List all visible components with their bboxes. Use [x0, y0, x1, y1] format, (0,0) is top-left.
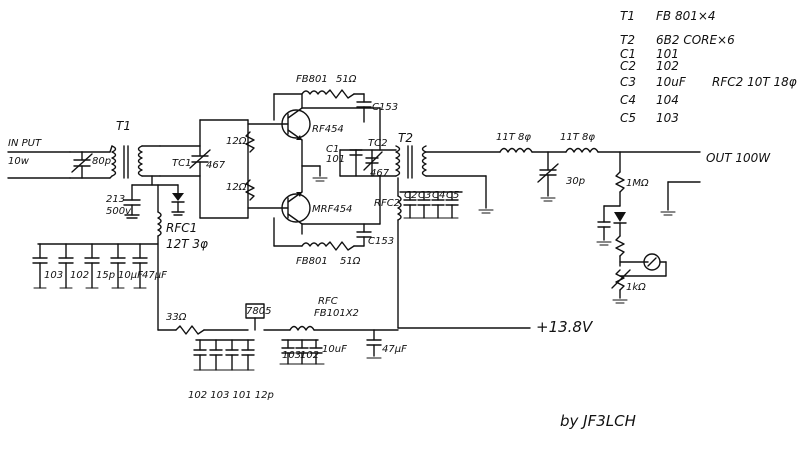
rfc3-value-label: FB101X2 — [314, 308, 359, 319]
legend-ref-c4: C4 — [620, 93, 636, 107]
resistor-33-label: 33Ω — [166, 312, 187, 323]
transformer-t2 — [379, 145, 501, 329]
resistor-51-top-label: 51Ω — [336, 74, 357, 85]
rfc1-label: RFC1 — [166, 221, 197, 235]
resistor-1m-label: 1MΩ — [626, 178, 649, 189]
cap-30p-label: 30p — [566, 176, 585, 187]
bias-network-left — [123, 175, 185, 331]
resistor-1k-label: 1kΩ — [626, 282, 646, 293]
q2-label: MRF454 — [312, 204, 352, 215]
input-power-label: 10w — [8, 156, 30, 167]
legend-val-c3: 10uF — [656, 75, 687, 89]
inductor-2-label: 11T 8φ — [560, 132, 595, 143]
legend-ref-t2: T2 — [620, 33, 635, 47]
input-label: IN PUT — [8, 138, 42, 149]
cap-80p-label: 80p — [92, 156, 111, 167]
decoupling-caps-mid — [399, 191, 463, 219]
cap-47uf-label: 47μF — [382, 344, 407, 355]
legend-ref-c5: C5 — [620, 111, 636, 125]
cap-213-label: 213 — [106, 194, 125, 205]
decoupling-caps-left — [32, 243, 159, 289]
c1-value-label: 101 — [326, 154, 345, 165]
resistor-12a-label: 12Ω — [226, 136, 247, 147]
cap-left-3: 15p — [96, 270, 115, 281]
legend-rfc2: RFC2 10T 18φ — [712, 75, 797, 89]
fb801-top-label: FB801 — [296, 74, 328, 85]
cap-c4-label: C4 — [432, 190, 445, 201]
power-supply — [157, 303, 531, 371]
component-legend: T1 FB 801×4 T2 6B2 CORE×6 C1 101 C2 102 … — [620, 9, 797, 125]
supply-voltage-label: +13.8V — [536, 318, 594, 336]
tc1-value-label: 467 — [206, 160, 226, 171]
resistor-12b-label: 12Ω — [226, 182, 247, 193]
c153-bottom-label: C153 — [368, 236, 394, 247]
tc2-label: TC2 — [368, 138, 387, 149]
rfc3-label: RFC — [318, 296, 338, 307]
legend-ref-c3: C3 — [620, 75, 636, 89]
cap-left-1: 103 — [44, 270, 63, 281]
t1-label: T1 — [116, 119, 131, 133]
legend-val-c1: 101 — [656, 47, 679, 61]
transformer-t1 — [109, 145, 161, 179]
tc1-label: TC1 — [172, 158, 191, 169]
cap-left-5: 47μF — [142, 270, 167, 281]
q1-label: RF454 — [312, 124, 344, 135]
legend-ref-t1: T1 — [620, 9, 635, 23]
c1-label: C1 — [326, 144, 339, 155]
rfc1-value-label: 12T 3φ — [166, 237, 208, 251]
cap-213-value-label: 500v — [106, 206, 132, 217]
cap-bottom-1: 103 — [282, 350, 301, 361]
cap-c5-label: C5 — [446, 190, 459, 201]
author-label: by JF3LCH — [560, 412, 636, 430]
legend-val-c5: 103 — [656, 111, 679, 125]
output-filter — [499, 147, 701, 304]
regulator-label: 7805 — [246, 306, 271, 317]
legend-val-t1: FB 801×4 — [656, 9, 716, 23]
cap-c2-label: C2 — [404, 190, 417, 201]
output-label: OUT 100W — [706, 151, 771, 165]
cap-10uf-label: 10uF — [322, 344, 347, 355]
cap-left-2: 102 — [70, 270, 89, 281]
cap-left-4: 10μF — [118, 270, 143, 281]
legend-val-c4: 104 — [656, 93, 679, 107]
tc2-value-label: 467 — [370, 168, 390, 179]
inductor-1-label: 11T 8φ — [496, 132, 531, 143]
legend-ref-c1: C1 — [620, 47, 636, 61]
c153-top-label: C153 — [372, 102, 398, 113]
legend-val-t2: 6B2 CORE×6 — [656, 33, 735, 47]
resistor-51-bottom-label: 51Ω — [340, 256, 361, 267]
cap-c3-label: C3 — [418, 190, 431, 201]
cap-bottom-2: 102 — [300, 350, 319, 361]
fb801-bottom-label: FB801 — [296, 256, 328, 267]
push-pull-stage — [199, 89, 383, 251]
t2-label: T2 — [398, 131, 413, 145]
legend-val-c2: 102 — [656, 59, 679, 73]
legend-ref-c2: C2 — [620, 59, 636, 73]
trimmer-tc1 — [159, 119, 211, 219]
input-section — [7, 151, 111, 179]
reg-caps-label: 102 103 101 12p — [188, 390, 274, 401]
rfc2-label: RFC2 — [374, 198, 400, 209]
